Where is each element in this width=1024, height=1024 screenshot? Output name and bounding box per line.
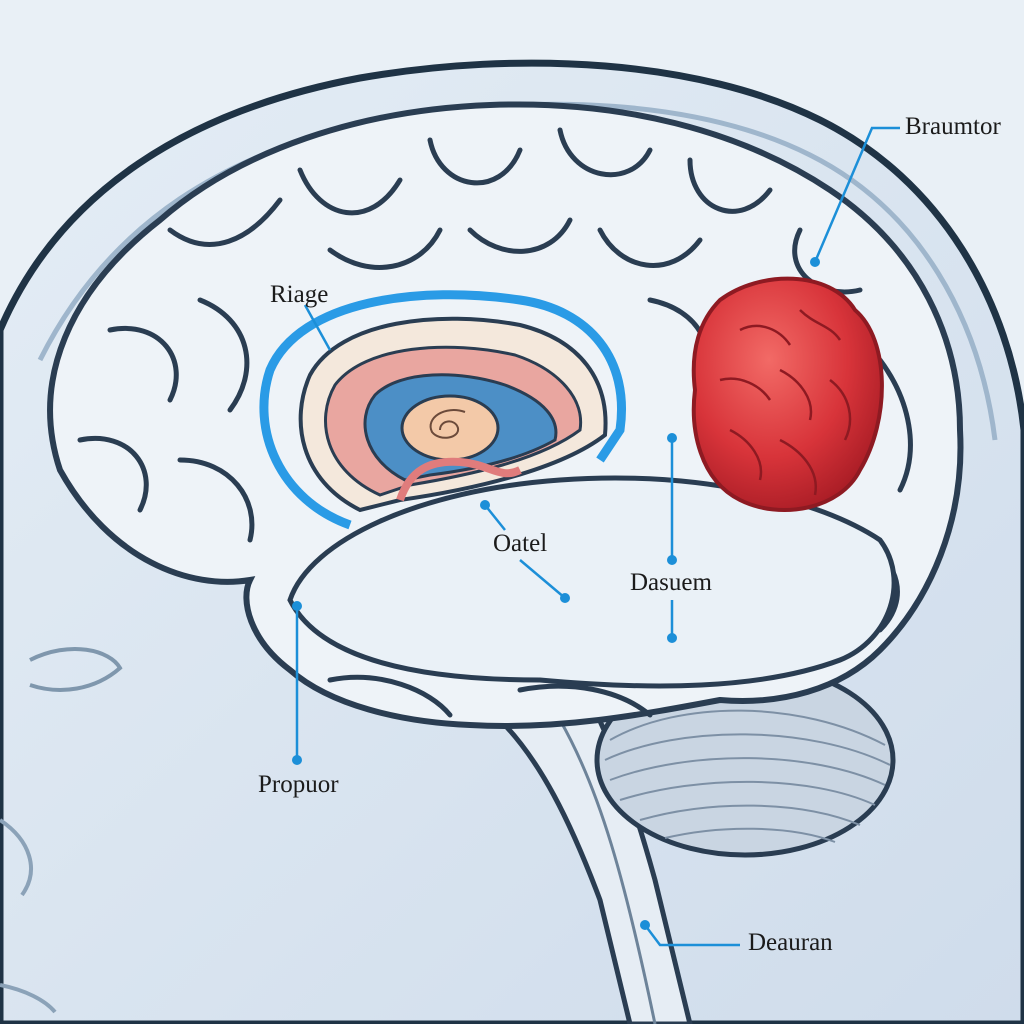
leader-lines: [295, 126, 900, 947]
label-bottom-right: Deauran: [748, 929, 833, 956]
limbic-core: [400, 394, 500, 462]
leader-upper-left: [303, 304, 332, 351]
limbic-swirl: [429, 409, 466, 439]
nose-outline: [0, 818, 33, 897]
label-upper-left: Riage: [270, 281, 329, 308]
tumor: [691, 276, 884, 512]
temporal-lobe: [287, 475, 897, 689]
label-center: Oatel: [493, 530, 548, 557]
hippocampus-curve: [396, 457, 522, 502]
skull-inner-line: [37, 101, 998, 441]
mouth-outline: [0, 983, 57, 1014]
leader-center: [484, 504, 566, 599]
eye-outline: [29, 647, 123, 692]
cerebellum-folds: [604, 709, 891, 843]
label-right-middle: Dasuem: [630, 569, 712, 596]
label-top-right: Braumtor: [905, 113, 1001, 140]
leader-top-right: [813, 126, 900, 263]
leader-dots: [292, 257, 820, 930]
label-left-lower: Propuor: [258, 771, 339, 798]
highlight-ring: [259, 290, 626, 530]
spinal-cord-inner: [558, 719, 657, 1024]
leader-bottom-right: [644, 924, 740, 947]
